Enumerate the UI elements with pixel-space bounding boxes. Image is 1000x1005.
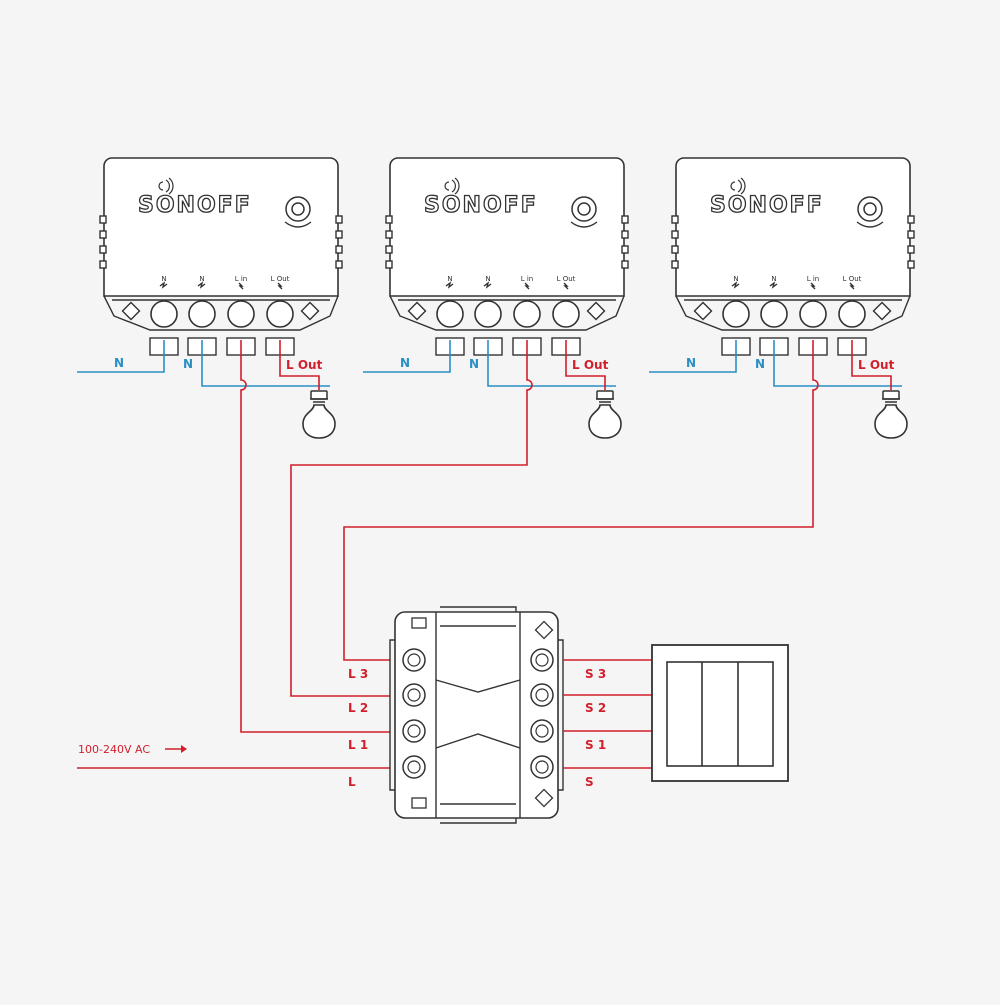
label-l2: L 2 [348,701,368,715]
three-gang-controller [389,606,564,824]
arrow-right-icon [165,745,187,753]
terminal-label-lout: L Out [557,275,576,283]
sonoff-module-2: SONOFF N N L in L Out [385,157,629,356]
label-s1: S 1 [585,738,606,752]
side-vents-right [621,215,629,269]
side-vents-left [99,215,107,269]
n-wire-label: N [686,356,696,370]
terminal-label-n2: N [771,275,776,283]
terminal-label-n2: N [199,275,204,283]
brand-logo: SONOFF [138,193,252,218]
three-gang-wall-switch [651,644,789,782]
n-wire-label: N [755,357,765,371]
terminal-blocks [435,337,581,356]
terminal-screws [436,300,580,328]
n-wire-label: N [469,357,479,371]
n-wire-label: N [114,356,124,370]
side-vents-left [671,215,679,269]
supply-label: 100-240V AC [78,743,150,756]
neutral-wire [487,340,616,387]
controller-left-labels: L 3 L 2 L 1 L [348,667,368,789]
side-vents-right [335,215,343,269]
lightning-icon [524,282,530,290]
pairing-button-icon [284,196,312,228]
side-vents-right [907,215,915,269]
label-s3: S 3 [585,667,606,681]
brand-logo: SONOFF [424,193,538,218]
n-wire-label: N [183,357,193,371]
load-out-wire [279,340,320,390]
l-out-label: L Out [572,358,609,372]
label-s2: S 2 [585,701,606,715]
terminal-label-lout: L Out [843,275,862,283]
neutral-wire [77,340,165,373]
lightning-icon [277,282,283,290]
lightning-icon [563,282,569,290]
label-l3: L 3 [348,667,368,681]
terminal-screws [150,300,294,328]
sonoff-module-1: SONOFF N N L in L Out [99,157,343,356]
terminal-label-lin: L in [521,275,534,283]
terminal-label-n1: N [447,275,452,283]
neutral-wire [363,340,451,373]
live-in-wire [343,340,819,661]
light-bulb-icon [302,390,336,439]
terminal-label-lin: L in [235,275,248,283]
terminal-symbol-icon [731,281,740,289]
label-s: S [585,775,594,789]
lightning-icon [238,282,244,290]
lightning-icon [810,282,816,290]
neutral-wire [773,340,902,387]
terminal-blocks [149,337,295,356]
terminal-label-lout: L Out [271,275,290,283]
terminal-symbol-icon [483,281,492,289]
controller-right-labels: S 3 S 2 S 1 S [585,667,606,789]
l-out-label: L Out [286,358,323,372]
terminal-label-n2: N [485,275,490,283]
terminal-label-n1: N [161,275,166,283]
terminal-label-n1: N [733,275,738,283]
terminal-blocks [721,337,867,356]
switch-wires [563,659,652,769]
terminal-symbol-icon [159,281,168,289]
terminal-label-lin: L in [807,275,820,283]
side-vents-left [385,215,393,269]
controller-screws-left [402,648,426,779]
load-out-wire [565,340,606,390]
light-bulb-icon [588,390,622,439]
terminal-symbol-icon [769,281,778,289]
terminal-screws [722,300,866,328]
n-wire-label: N [400,356,410,370]
label-l1: L 1 [348,738,368,752]
neutral-wire [649,340,737,373]
pairing-button-icon [856,196,884,228]
load-out-wire [851,340,892,390]
terminal-symbol-icon [197,281,206,289]
light-bulb-icon [874,390,908,439]
neutral-wire [201,340,330,387]
brand-logo: SONOFF [710,193,824,218]
live-in-wire [290,340,533,697]
terminal-symbol-icon [445,281,454,289]
lightning-icon [849,282,855,290]
pairing-button-icon [570,196,598,228]
sonoff-module-3: SONOFF N N L in L Out [671,157,915,356]
label-l: L [348,775,356,789]
controller-screws-right [530,648,554,779]
live-in-wire [240,340,390,733]
l-out-label: L Out [858,358,895,372]
